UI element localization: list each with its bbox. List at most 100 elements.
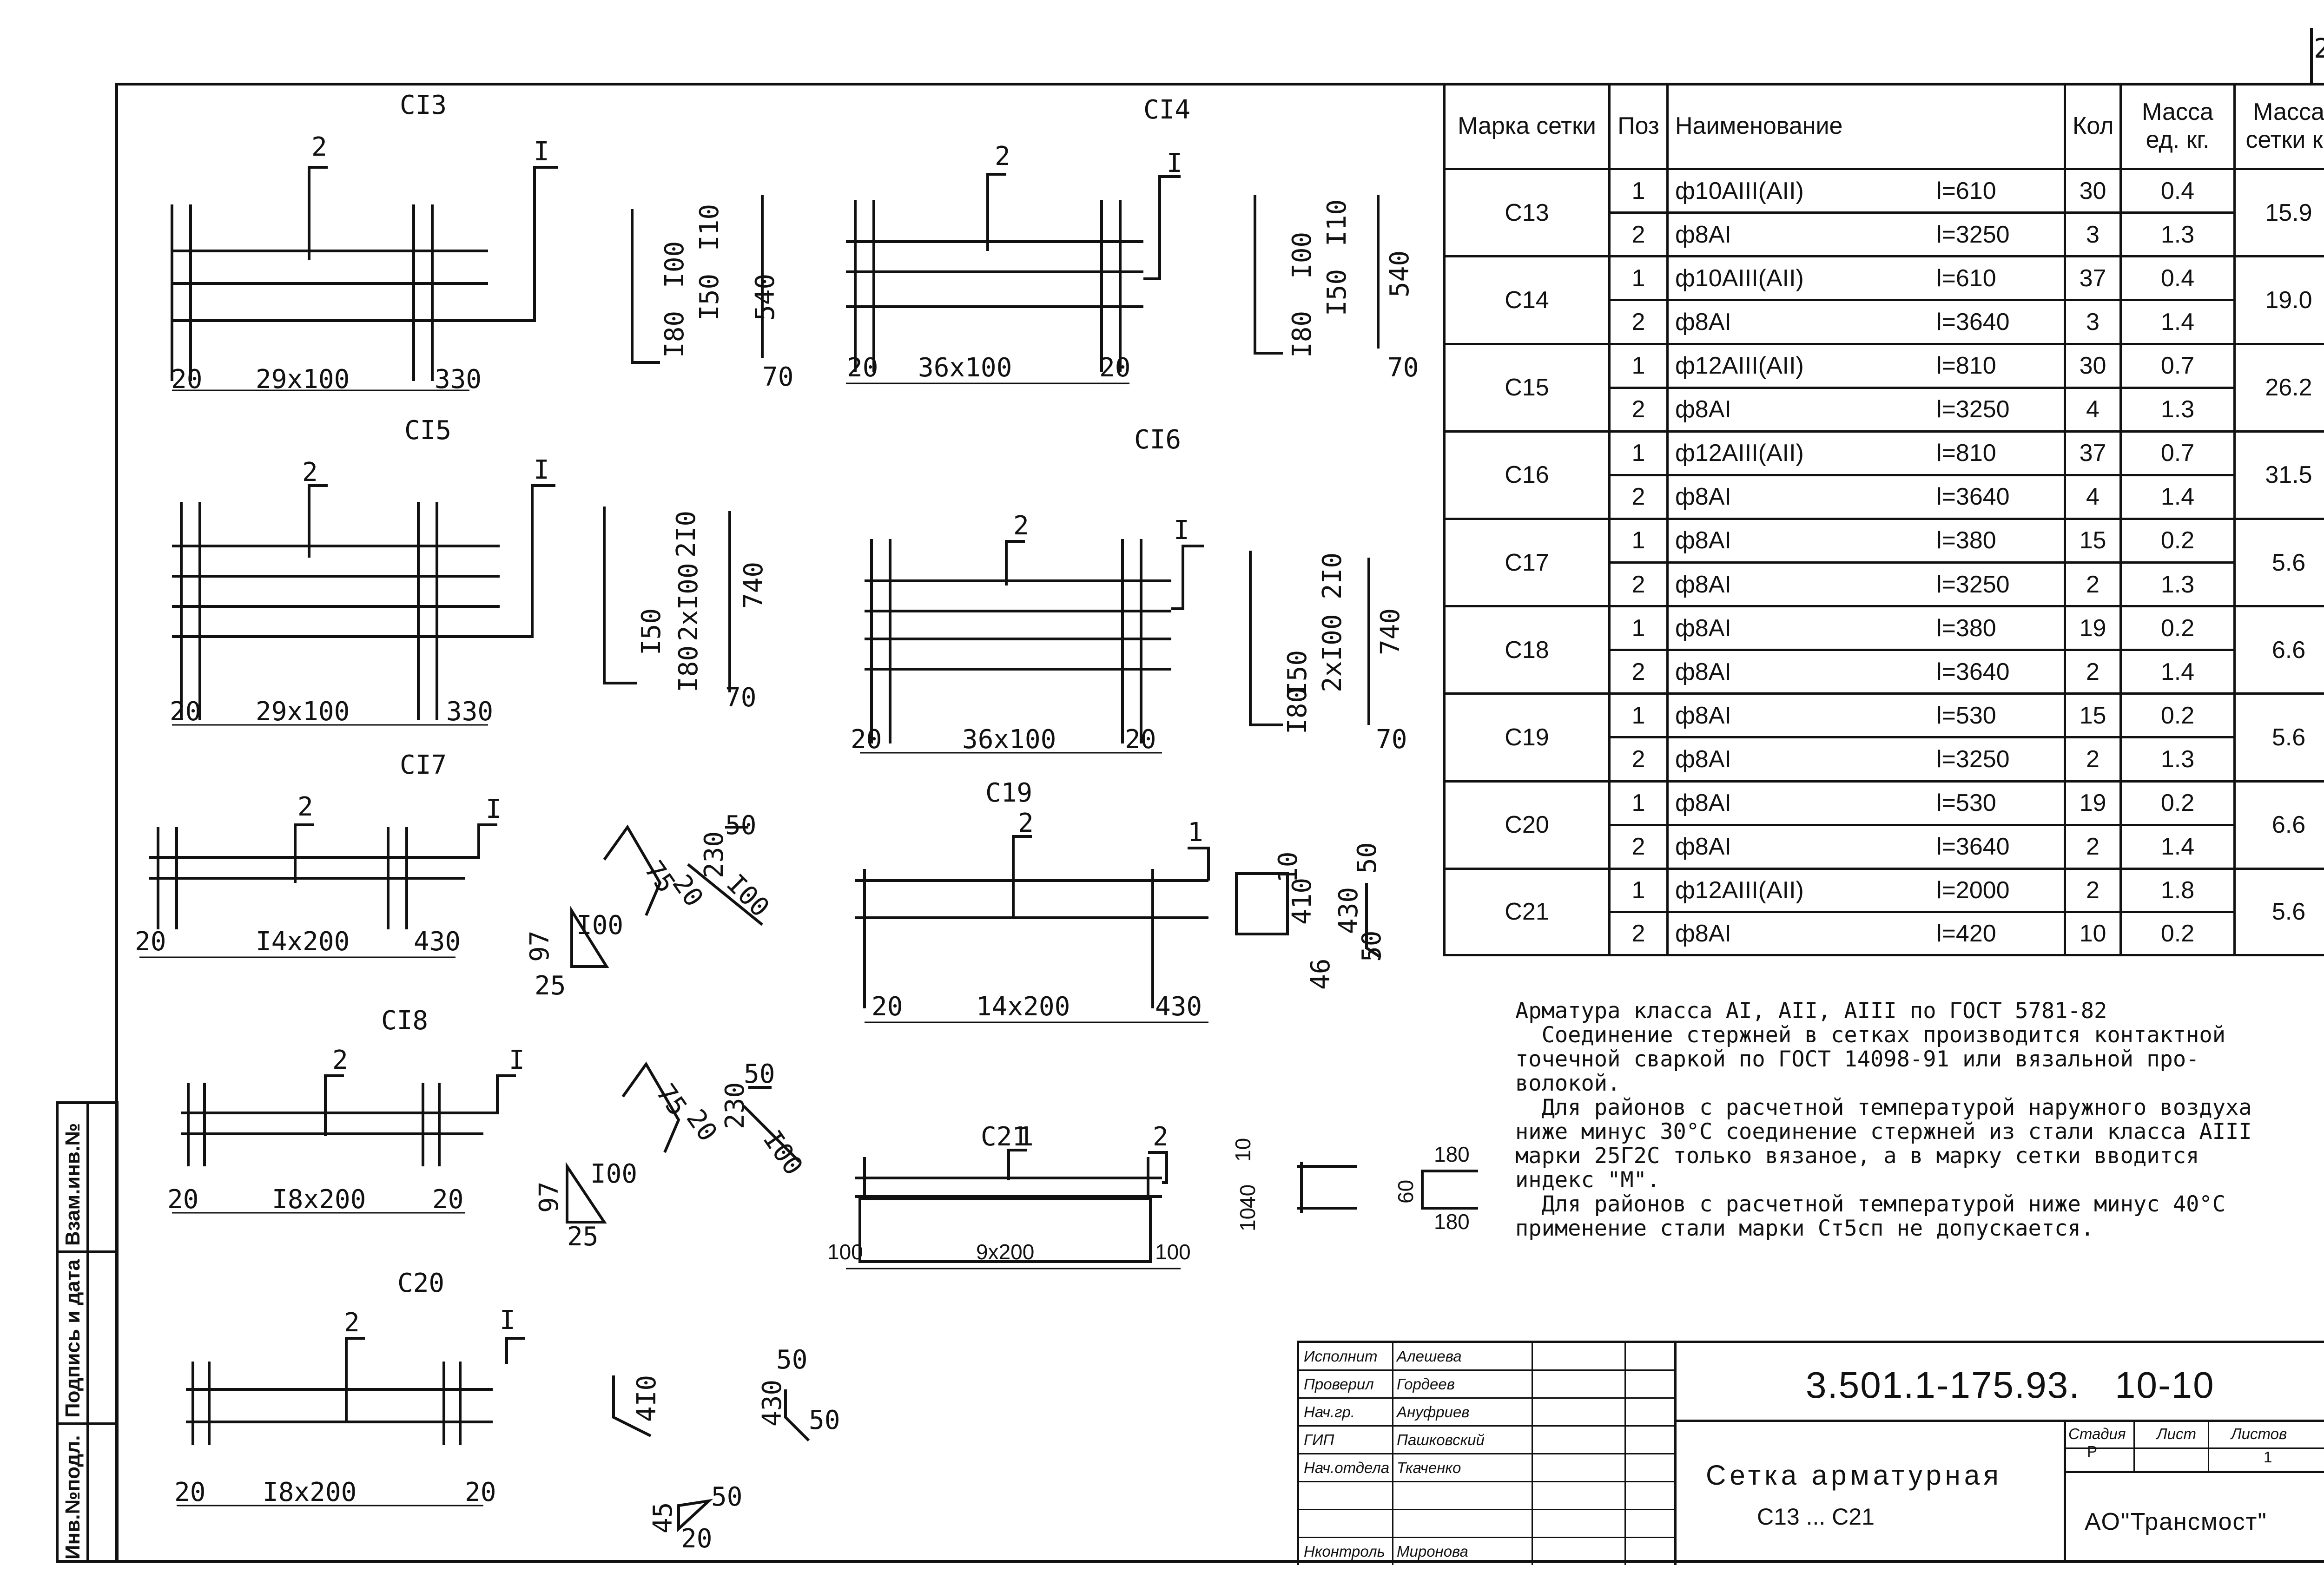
c15-side: 740 [739,562,769,609]
c18-g: 97 [534,1182,564,1213]
spec-mass-unit: 1.4 [2119,649,2236,695]
spec-bar: ф8АI [1675,483,1731,511]
lists-value: 1 [2264,1448,2272,1466]
c16-sec3: I80 [1282,687,1313,734]
spec-pos: 2 [1608,386,1669,433]
c15-dim-mid: 29x100 [256,697,350,727]
side-stamp-block: Инв.№подл. Подпись и дата Взам.инв.№ [56,1101,119,1563]
c15-sec1: 2xI00 [673,563,704,641]
c20-a: 4I0 [632,1375,662,1422]
drawing-c17: CI7 2 I 20 I4x200 430 75 230 50 20 I00 I… [135,750,775,1001]
spec-bar: ф8АI [1675,571,1731,598]
spec-bar: ф10АIII(АII) [1675,264,1804,292]
c14-sec1: I00 [1287,232,1317,279]
c18-e: I00 [590,1159,637,1189]
spec-name: ф12АIII(АII)l=2000 [1666,867,2066,913]
spec-length: l=610 [1936,177,1996,204]
spec-length: l=3640 [1936,658,2010,685]
spec-mass-unit: 1.4 [2119,823,2236,870]
c13-sec1: I00 [660,241,690,288]
spec-pos: 2 [1608,823,1669,870]
lists-label: Листов [2231,1425,2287,1442]
spec-pos: 1 [1608,692,1669,739]
spec-pos: 2 [1608,474,1669,520]
c19-s6: 46 [1306,959,1336,990]
c19-s4: 50 [1352,842,1382,874]
c16-dim-right: 20 [1125,724,1156,755]
spec-mass-unit: 0.2 [2119,517,2236,564]
c21-dim-left: 100 [827,1240,863,1264]
c20-e: 45 [648,1502,678,1533]
c14-side: 540 [1385,250,1415,297]
c14-sec3: I80 [1287,311,1317,358]
spec-length: l=3250 [1936,221,2010,248]
spec-length: l=3250 [1936,571,2010,598]
c14-pos1: I [1167,148,1182,178]
spec-pos: 1 [1608,430,1669,476]
hdr-mass-total: Масса сетки кг [2233,82,2324,171]
notes-text: Арматура класса АI, АII, АIII по ГОСТ 57… [1515,998,2252,1241]
spec-bar: ф8АI [1675,702,1731,729]
c21-t1: 180 [1434,1142,1470,1166]
spec-pos: 1 [1608,780,1669,826]
spec-qty: 15 [2064,517,2122,564]
spec-mass-total: 26.2 [2233,342,2324,433]
hdr-qty: Кол [2064,82,2122,171]
c14-dim-left: 20 [847,353,878,383]
c18-dim-right: 20 [432,1184,463,1215]
c15-dim-left: 20 [170,697,201,727]
c15-sec3: I80 [673,645,704,692]
c13-sec2: I50 [694,274,725,321]
c17-g: 97 [525,931,555,962]
stage-value: Р [2087,1443,2098,1460]
c13-pos2: 2 [311,132,327,162]
spec-mass-total: 5.6 [2233,867,2324,957]
c20-dim-mid: I8x200 [263,1477,357,1507]
spec-mark: C16 [1443,430,1611,520]
spec-mass-unit: 1.3 [2119,386,2236,433]
spec-mark: C14 [1443,255,1611,345]
spec-mark: C19 [1443,692,1611,783]
spec-pos: 1 [1608,342,1669,389]
spec-mass-unit: 0.2 [2119,605,2236,651]
spec-length: l=3640 [1936,833,2010,861]
spec-pos: 2 [1608,299,1669,345]
c16-sec0: 2I0 [1317,553,1347,599]
c16-side: 740 [1375,608,1406,655]
c15-sec0: 2I0 [671,511,701,558]
spec-pos: 2 [1608,649,1669,695]
c18-dim-mid: I8x200 [272,1184,366,1215]
drawing-c16: CI6 2 I 20 36x100 20 740 70 2I0 2xI00 I5… [851,425,1407,755]
c19-s1: 10 [1273,852,1303,883]
spec-pos: 2 [1608,910,1669,957]
spec-name: ф10АIII(АII) l=610 [1666,255,2066,302]
spec-mass-unit: 1.4 [2119,299,2236,345]
c13-dim-right: 330 [435,364,482,395]
spec-length: l=2000 [1936,876,2010,904]
spec-bar: ф8АI [1675,789,1731,817]
spec-mass-total: 15.9 [2233,168,2324,258]
c18-dim-left: 20 [167,1184,198,1215]
signature-name: Миронова [1397,1543,1468,1560]
spec-mass-unit: 1.3 [2119,561,2236,608]
spec-qty: 15 [2064,692,2122,739]
spec-qty: 10 [2064,910,2122,957]
spec-qty: 19 [2064,605,2122,651]
c16-sec1: 2xI00 [1317,614,1347,692]
spec-mass-total: 5.6 [2233,517,2324,608]
spec-length: l=810 [1936,352,1996,380]
spec-length: l=810 [1936,440,1996,467]
spec-length: l=610 [1936,264,1996,292]
spec-pos: 2 [1608,561,1669,608]
spec-mass-unit: 0.7 [2119,430,2236,476]
c17-dim-left: 20 [135,927,166,957]
c19-dim-right: 430 [1155,992,1202,1022]
spec-mass-unit: 0.2 [2119,910,2236,957]
